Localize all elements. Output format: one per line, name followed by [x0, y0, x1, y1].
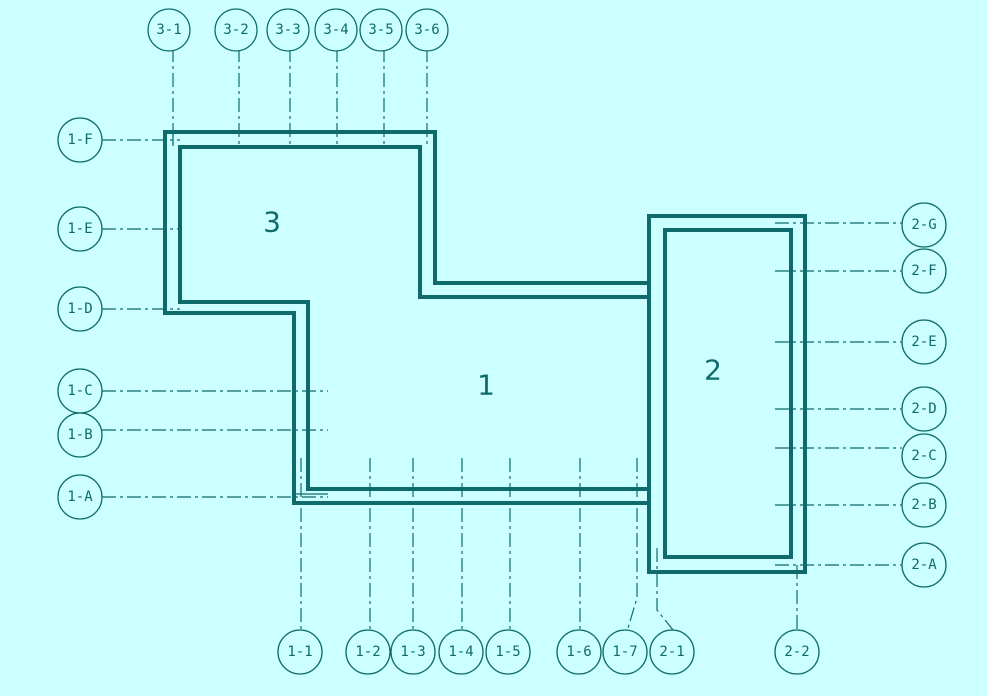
axis-bubble-1-C[interactable]: 1-C	[57, 368, 103, 414]
axis-bubble-3-3[interactable]: 3-3	[266, 8, 310, 52]
axis-bubble-2-B[interactable]: 2-B	[901, 482, 947, 528]
axis-bubble-1-7[interactable]: 1-7	[602, 629, 648, 675]
axis-label-1-7: 1-7	[612, 644, 637, 660]
axis-label-1-2: 1-2	[355, 644, 380, 660]
axis-bubble-1-A[interactable]: 1-A	[57, 474, 103, 520]
axis-bubble-3-6[interactable]: 3-6	[405, 8, 449, 52]
axis-label-1-A: 1-A	[67, 489, 93, 505]
axis-label-1-F: 1-F	[67, 132, 92, 148]
axis-label-1-E: 1-E	[67, 221, 92, 237]
axis-label-1-3: 1-3	[400, 644, 425, 660]
axis-label-2-A: 2-A	[911, 557, 937, 573]
axis-bubble-2-F[interactable]: 2-F	[901, 248, 947, 294]
axis-bubble-3-2[interactable]: 3-2	[214, 8, 258, 52]
axis-bubble-1-5[interactable]: 1-5	[485, 629, 531, 675]
axis-bubble-2-G[interactable]: 2-G	[901, 202, 947, 248]
wall-inner-zone-2	[663, 228, 793, 559]
axis-bubble-2-A[interactable]: 2-A	[901, 542, 947, 588]
axis-label-3-1: 3-1	[156, 22, 181, 38]
axis-label-1-D: 1-D	[67, 301, 92, 317]
axis-label-2-B: 2-B	[911, 497, 936, 513]
axis-bubble-1-2[interactable]: 1-2	[345, 629, 391, 675]
zone-label-1: 1	[477, 369, 495, 402]
axis-label-2-C: 2-C	[911, 448, 936, 464]
axis-label-1-B: 1-B	[67, 427, 92, 443]
axis-bubble-3-1[interactable]: 3-1	[147, 8, 191, 52]
axis-bubble-2-1[interactable]: 2-1	[649, 629, 695, 675]
axis-bubble-1-1[interactable]: 1-1	[277, 629, 323, 675]
axis-bubble-2-2[interactable]: 2-2	[774, 629, 820, 675]
axis-label-2-E: 2-E	[911, 334, 936, 350]
axis-bubble-1-F[interactable]: 1-F	[57, 117, 103, 163]
axis-bubble-1-E[interactable]: 1-E	[57, 206, 103, 252]
building-walls	[163, 130, 807, 574]
axis-label-3-6: 3-6	[414, 22, 439, 38]
axis-bubble-2-C[interactable]: 2-C	[901, 433, 947, 479]
axis-bubble-1-D[interactable]: 1-D	[57, 286, 103, 332]
axis-label-3-3: 3-3	[275, 22, 300, 38]
axis-line-2-1	[656, 548, 674, 631]
axis-lines	[102, 48, 902, 631]
axis-bubble-2-D[interactable]: 2-D	[901, 386, 947, 432]
axis-label-1-1: 1-1	[287, 644, 312, 660]
wall-outer-zone-2	[647, 214, 807, 574]
axis-label-1-5: 1-5	[495, 644, 520, 660]
axis-bubbles: 3-1 3-2 3-3 3-4 3-5 3-6 1-F 1-E 1-D 1-C …	[57, 8, 947, 675]
axis-bubble-1-6[interactable]: 1-6	[556, 629, 602, 675]
axis-label-2-G: 2-G	[911, 217, 936, 233]
axis-label-2-1: 2-1	[659, 644, 684, 660]
axis-bubble-1-4[interactable]: 1-4	[438, 629, 484, 675]
axis-label-3-2: 3-2	[223, 22, 248, 38]
axis-bubble-2-E[interactable]: 2-E	[901, 319, 947, 365]
axis-label-2-D: 2-D	[911, 401, 936, 417]
axis-label-1-6: 1-6	[566, 644, 591, 660]
zone-label-3: 3	[263, 206, 281, 239]
axis-label-3-5: 3-5	[368, 22, 393, 38]
axis-label-1-4: 1-4	[448, 644, 473, 660]
axis-label-3-4: 3-4	[323, 22, 348, 38]
axis-bubble-1-3[interactable]: 1-3	[390, 629, 436, 675]
axis-bubble-3-4[interactable]: 3-4	[314, 8, 358, 52]
axis-label-1-C: 1-C	[67, 383, 92, 399]
axis-bubble-3-5[interactable]: 3-5	[359, 8, 403, 52]
axis-line-1-7	[627, 458, 638, 629]
zone-label-2: 2	[704, 354, 722, 387]
zone-labels: 3 1 2	[263, 206, 722, 402]
axis-bubble-1-B[interactable]: 1-B	[57, 412, 103, 458]
axis-label-2-F: 2-F	[911, 263, 936, 279]
axis-label-2-2: 2-2	[784, 644, 809, 660]
